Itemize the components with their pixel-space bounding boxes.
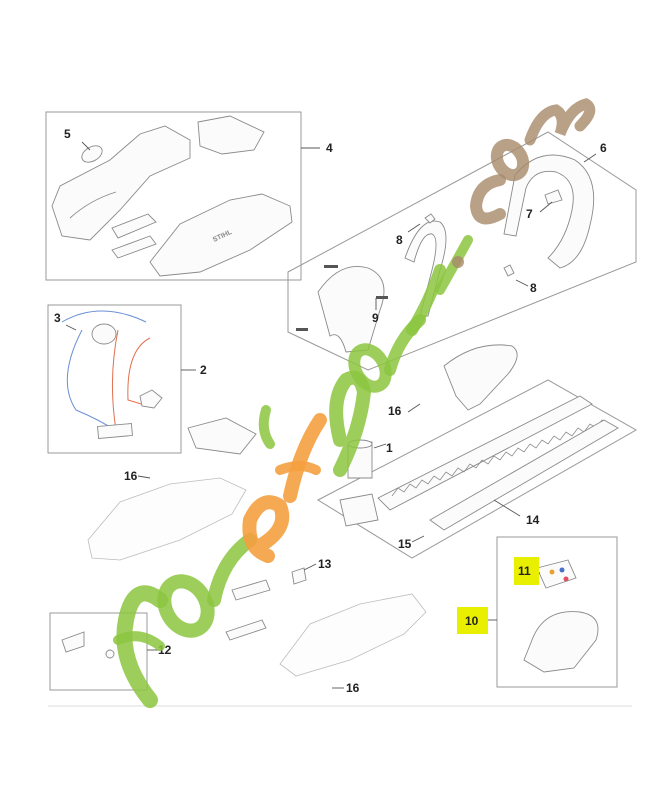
switch-part-13 (291, 567, 307, 585)
switch-set-box (49, 612, 148, 691)
switch-module (139, 389, 163, 409)
watermark-letter-r (207, 533, 257, 607)
cutter-bar-set-box (316, 379, 638, 559)
switch-block (97, 423, 133, 439)
housing-set-box (45, 111, 302, 281)
red-wire-2 (127, 337, 151, 407)
screw-set-handle (296, 265, 388, 331)
callout-11-highlight (514, 557, 539, 585)
watermark-letter-a (348, 343, 392, 393)
callout-8-lower: 8 (530, 281, 537, 295)
blade-guard (523, 611, 599, 673)
clip-part-8-lower (503, 264, 515, 277)
switch-lever (231, 579, 271, 601)
wiring-set-box (47, 304, 182, 454)
housing-lower-left (87, 477, 247, 561)
watermark-apostrophe (258, 405, 275, 449)
callout-7: 7 (526, 207, 533, 221)
housing-lower-right (279, 593, 427, 677)
motor-connector (91, 323, 117, 345)
callout-8-upper: 8 (396, 233, 403, 247)
side-cover (187, 417, 257, 455)
watermark-letter-f (116, 585, 168, 708)
callout-16-left: 16 (124, 469, 138, 483)
cover-strip-upper (111, 213, 157, 239)
cover-strip-lower (111, 235, 157, 259)
plate-part-5 (81, 145, 103, 163)
top-cover (197, 115, 265, 155)
callout-10-highlight (457, 607, 488, 634)
callout-2: 2 (200, 363, 207, 377)
callout-6: 6 (600, 141, 607, 155)
watermark-letter-d (406, 264, 446, 336)
callout-4: 4 (326, 141, 333, 155)
callout-5: 5 (64, 127, 71, 141)
watermark-letter-e (242, 495, 290, 563)
plate-part-7 (544, 189, 563, 205)
blade-guard-set-box (496, 536, 618, 688)
callout-14: 14 (526, 513, 540, 527)
blue-wire-loop (66, 329, 119, 433)
watermark-letter-o (157, 574, 215, 638)
blade-teeth (391, 419, 609, 497)
watermark-letter-t (283, 413, 327, 503)
handle-set-box (287, 131, 637, 371)
housing-half-left (51, 125, 191, 241)
cutter-blade (377, 395, 593, 511)
label-icon-3 (563, 576, 569, 582)
gear-housing (339, 493, 379, 527)
callout-15: 15 (398, 537, 412, 551)
callout-9: 9 (372, 311, 379, 325)
callout-16-upper: 16 (388, 404, 402, 418)
label-icon-1 (549, 569, 555, 575)
watermark-f-bar (113, 631, 165, 651)
label-icon-2 (559, 567, 565, 573)
warning-label-sheet (536, 559, 577, 589)
callout-13: 13 (318, 557, 332, 571)
clip-part-8-upper (424, 213, 436, 224)
switch-nut (105, 649, 115, 659)
watermark-dot (452, 256, 464, 268)
callout-3: 3 (54, 311, 61, 325)
callout-16-bottom: 16 (346, 681, 360, 695)
callout-11: 11 (518, 564, 531, 578)
housing-left-detail (69, 191, 117, 219)
guard-cover-top (443, 344, 518, 411)
blue-wire (61, 310, 147, 323)
watermark-letter-o2 (490, 138, 530, 182)
red-wire (111, 329, 119, 431)
watermark-letter-m (524, 98, 596, 146)
watermark-letter-c (469, 174, 506, 225)
loop-handle (503, 154, 595, 269)
handle-grip (317, 266, 385, 353)
blade-sheath (429, 419, 619, 531)
switch-piece-a (61, 631, 85, 653)
watermark-logo (113, 98, 596, 708)
switch-trigger (225, 619, 267, 641)
watermark-t-bar (275, 461, 321, 475)
callout-1: 1 (386, 441, 393, 455)
callout-10: 10 (465, 614, 479, 628)
housing-half-right (149, 193, 293, 277)
